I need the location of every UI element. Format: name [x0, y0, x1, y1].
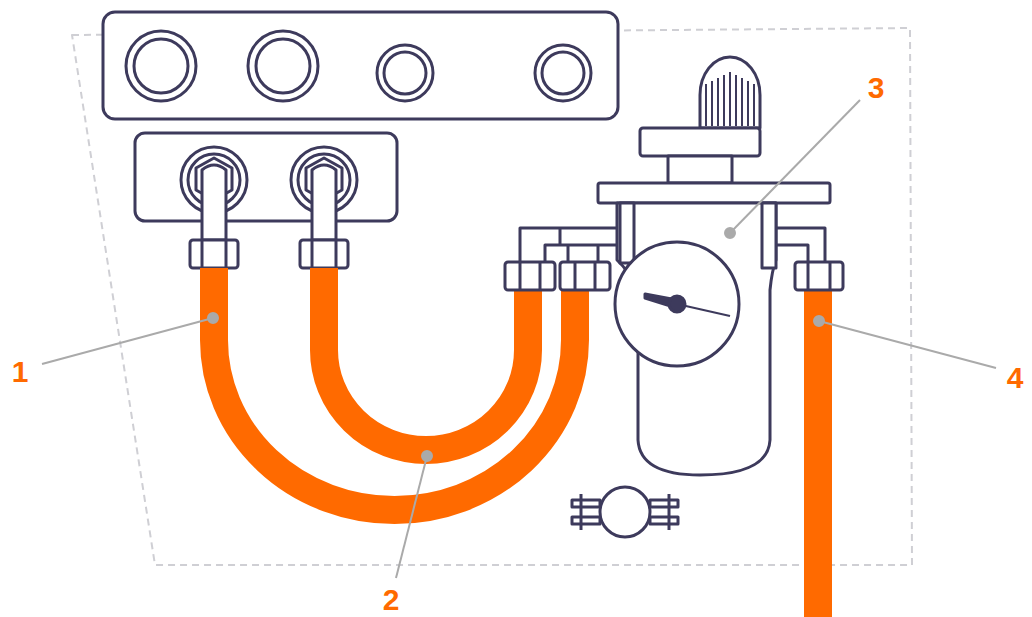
pipe-clamp [572, 487, 678, 537]
leader-line [42, 100, 996, 578]
callout-number: 1 [12, 357, 29, 387]
callout-number: 2 [383, 585, 400, 615]
callout-number: 4 [1007, 363, 1024, 393]
callout-number: 3 [868, 73, 885, 103]
connector-panel [103, 12, 618, 119]
water-filter [598, 57, 830, 475]
valve-panel [135, 133, 397, 268]
pressure-gauge [615, 242, 739, 366]
